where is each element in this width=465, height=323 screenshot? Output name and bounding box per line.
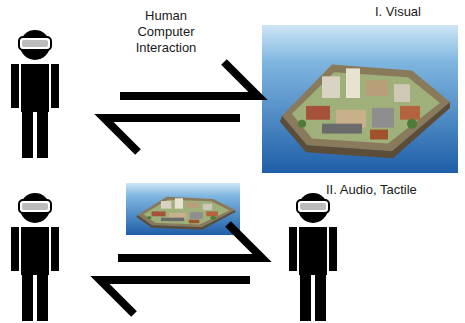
exchange-harpoons [104,62,258,152]
virtual-world-image [262,25,458,173]
exchange-harpoons [100,224,262,314]
channel-label: I. Visual [350,4,446,20]
vr-user [11,193,59,321]
interaction-label: Human Computer Interaction [120,8,212,56]
channel-label: II. Audio, Tactile [326,182,462,198]
virtual-world-image [126,183,240,235]
vr-user [11,30,59,158]
vr-user [289,193,337,321]
